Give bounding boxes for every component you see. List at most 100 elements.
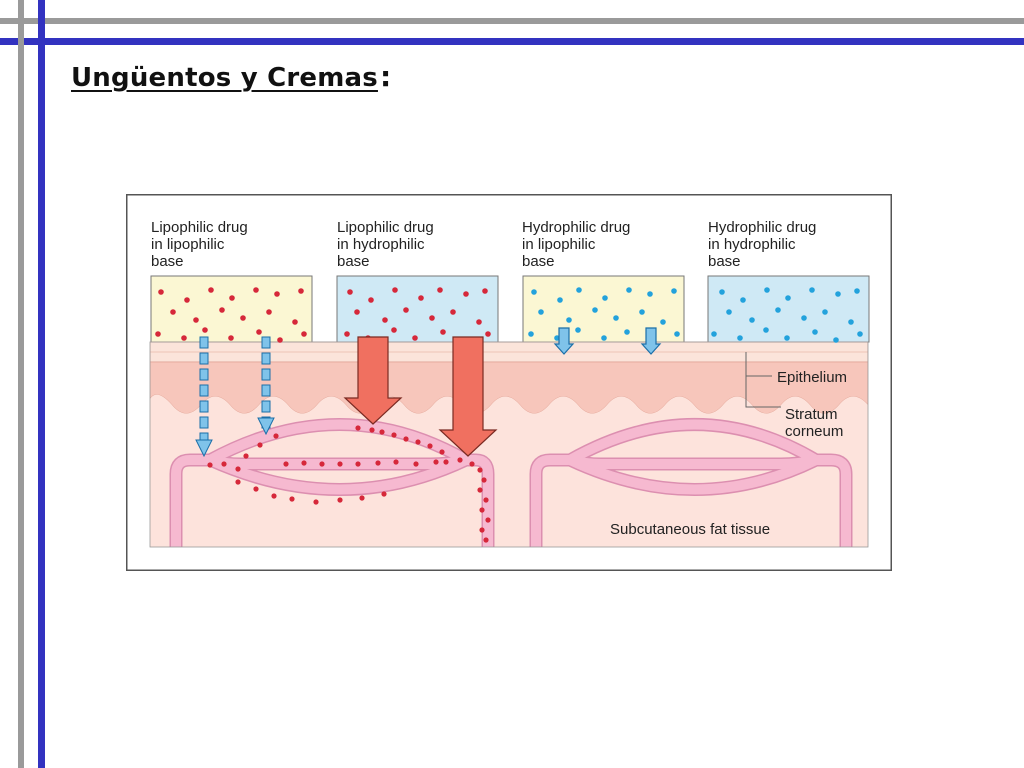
drug-particle [292, 319, 298, 325]
absorbed-drug-particle [301, 460, 307, 466]
drug-particle [418, 295, 424, 301]
drug-particle [809, 287, 815, 293]
absorbed-drug-particle [257, 442, 263, 448]
drug-particle [785, 295, 791, 301]
absorbed-drug-particle [283, 461, 289, 467]
drug-particle [170, 309, 176, 315]
drug-particle [240, 315, 246, 321]
drug-particle [671, 288, 677, 294]
column-1-line-2: in lipophilic [151, 236, 225, 253]
drug-particle [575, 327, 581, 333]
dashed-blue-arrow [195, 336, 213, 458]
drug-particle [450, 309, 456, 315]
frame-blue-horizontal-line [0, 38, 1024, 45]
stratum-corneum-leader-line [745, 352, 781, 408]
drug-particle [737, 335, 743, 341]
arrow-dash [261, 368, 271, 381]
absorbed-drug-particle [313, 499, 319, 505]
column-1-line-1: Lipophilic drug [151, 219, 248, 236]
slide-title-text: Ungüentos y Cremas [71, 63, 378, 93]
absorbed-drug-particle [319, 461, 325, 467]
drug-particle [412, 335, 418, 341]
absorbed-drug-particle [483, 537, 489, 543]
drug-particle [626, 287, 632, 293]
absorbed-drug-particle [439, 449, 445, 455]
penetration-arrows [195, 327, 662, 458]
drug-particle [674, 331, 680, 337]
arrow-dash [261, 400, 271, 413]
drug-particle [298, 288, 304, 294]
frame-gray-horizontal-line [0, 18, 1024, 24]
drug-particle [835, 291, 841, 297]
drug-particle [382, 317, 388, 323]
column-1-line-3: base [151, 253, 184, 270]
drug-particle [801, 315, 807, 321]
frame-blue-vertical-line [38, 0, 45, 768]
small-blue-arrow [553, 327, 575, 355]
drug-particle [228, 335, 234, 341]
absorbed-drug-particle [415, 439, 421, 445]
arrow-dash [199, 400, 209, 413]
drug-particle [538, 309, 544, 315]
absorbed-drug-particle [253, 486, 259, 492]
absorbed-drug-particle [359, 495, 365, 501]
drug-particle [354, 309, 360, 315]
column-3-line-3: base [522, 253, 555, 270]
drug-particle [208, 287, 214, 293]
drug-particle [485, 331, 491, 337]
skin-penetration-diagram: Lipophilic drug in lipophilic base Lipop… [126, 194, 892, 571]
dashed-blue-arrow [257, 336, 275, 436]
absorbed-drug-particle [355, 425, 361, 431]
drug-particle [253, 287, 259, 293]
blood-vessel-network-right [529, 418, 853, 547]
column-3-line-2: in lipophilic [522, 236, 596, 253]
drug-particle [639, 309, 645, 315]
drug-particle [726, 309, 732, 315]
drug-particle [266, 309, 272, 315]
absorbed-drug-particle [235, 466, 241, 472]
drug-particle [833, 337, 839, 343]
drug-particle [274, 291, 280, 297]
large-red-arrow [343, 336, 403, 425]
subcutaneous-fat-tissue-label: Subcutaneous fat tissue [610, 521, 770, 538]
drug-particle [857, 331, 863, 337]
absorbed-drug-particle [477, 487, 483, 493]
absorbed-drug-particle [379, 429, 385, 435]
base-box-hydrophilic-4 [707, 275, 870, 343]
column-header-1: Lipophilic drug in lipophilic base [151, 219, 248, 270]
drug-particle [647, 291, 653, 297]
arrow-dash [199, 416, 209, 429]
drug-particle [368, 297, 374, 303]
drug-particle [749, 317, 755, 323]
absorbed-drug-particle [481, 477, 487, 483]
arrow-dash [199, 384, 209, 397]
absorbed-drug-particle [337, 497, 343, 503]
column-header-4: Hydrophilic drug in hydrophilic base [708, 219, 816, 270]
drug-particle [277, 337, 283, 343]
column-header-2: Lipophilic drug in hydrophilic base [337, 219, 434, 270]
drug-particle [740, 297, 746, 303]
drug-particle [613, 315, 619, 321]
drug-particle [812, 329, 818, 335]
absorbed-drug-particle [433, 459, 439, 465]
absorbed-drug-particle [375, 460, 381, 466]
drug-particle [763, 327, 769, 333]
absorbed-drug-particle [221, 461, 227, 467]
absorbed-drug-particle [273, 433, 279, 439]
absorbed-drug-particle [479, 527, 485, 533]
column-4-line-1: Hydrophilic drug [708, 219, 816, 236]
large-red-arrow [438, 336, 498, 457]
column-4-line-2: in hydrophilic [708, 236, 796, 253]
drug-particle [219, 307, 225, 313]
absorbed-drug-particle [483, 497, 489, 503]
absorbed-drug-particle [391, 432, 397, 438]
drug-particle [482, 288, 488, 294]
skin-panel-border [149, 341, 869, 548]
slide-title: Ungüentos y Cremas: [71, 60, 391, 93]
drug-particle [202, 327, 208, 333]
arrow-dash [199, 336, 209, 349]
absorbed-drug-particle [403, 436, 409, 442]
drug-particle [391, 327, 397, 333]
drug-particle [557, 297, 563, 303]
column-2-line-3: base [337, 253, 370, 270]
